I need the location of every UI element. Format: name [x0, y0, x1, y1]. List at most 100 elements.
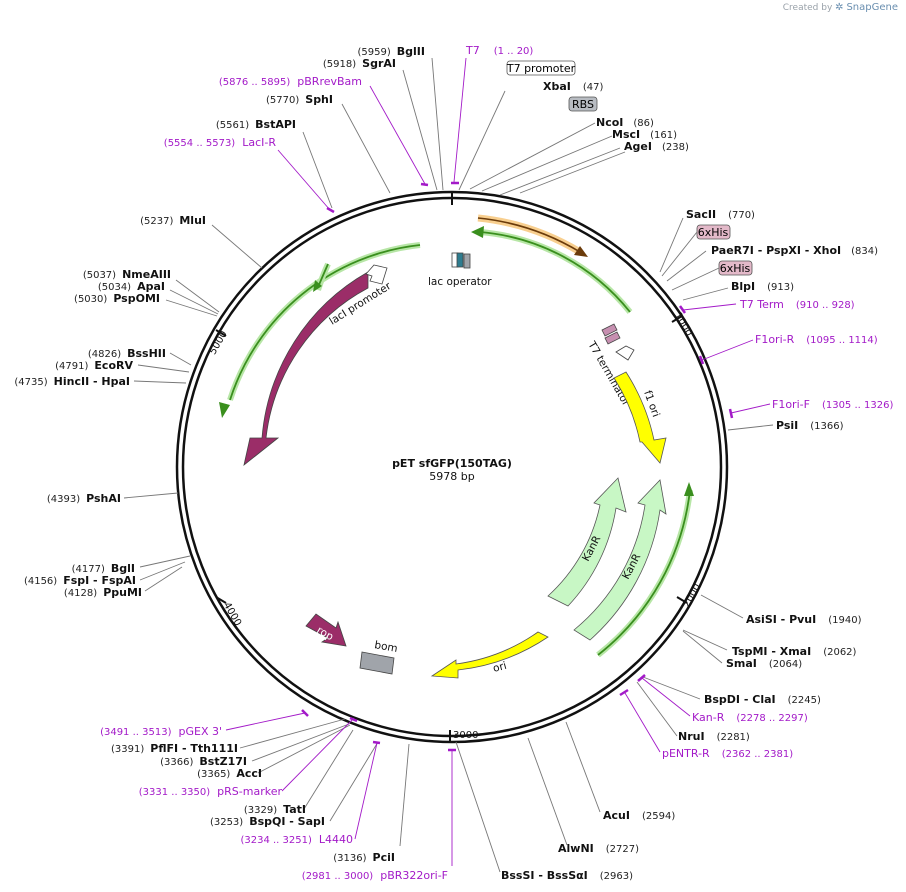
site-SphI-pos: (5770) [266, 95, 299, 106]
svg-text:T7(1 .. 20): T7 (1 .. 20) [465, 44, 533, 57]
site-HincII-pos: (4735) [14, 377, 47, 388]
primer-labels: T7 (1 .. 20) (5876 .. 5895)pBRrevBam (555… [100, 44, 893, 882]
primer-LacI-R-range: (5554 .. 5573) [164, 138, 236, 149]
site-TatI-pos: (3329) [244, 805, 277, 816]
orange-arrow [477, 217, 581, 253]
primer-pRS-marker-range: (3331 .. 3350) [139, 787, 211, 798]
bom-feature[interactable] [359, 651, 395, 675]
tick-3000-label: 3000 [453, 730, 478, 741]
T7-terminator-feature[interactable] [601, 323, 618, 337]
site-PsiI-name: PsiI [776, 419, 798, 432]
site-XhoI-name: PaeR7I - PspXI - XhoI [711, 244, 841, 257]
svg-text:(4177)BglI: (4177) BglI [72, 562, 135, 575]
primer-T7Term-name: T7 Term [739, 298, 784, 311]
primer-LacI-R-name: LacI-R [242, 136, 276, 149]
svg-text:AgeI(238): AgeI(238) [624, 140, 689, 153]
site-PshAI-pos: (4393) [47, 494, 80, 505]
site-NcoI-pos: (86) [633, 118, 654, 129]
6xhis-label-1: 6xHis [698, 226, 729, 239]
svg-text:BspDI - ClaI(2245): BspDI - ClaI(2245) [704, 693, 821, 706]
site-FspI-pos: (4156) [24, 576, 57, 587]
t7-promoter-label: T7 promoter [506, 62, 576, 75]
f1-ori-feature[interactable] [613, 371, 667, 464]
primer-T7-range: (1 .. 20) [494, 46, 534, 57]
site-XhoI-pos: (834) [851, 246, 878, 257]
primer-L4440-range: (3234 .. 3251) [240, 835, 312, 846]
site-SacII-pos: (770) [728, 210, 755, 221]
svg-text:NcoI(86): NcoI (86) [596, 116, 654, 129]
site-SmaI-pos: (2064) [769, 659, 802, 670]
svg-text:(3329)TatI: (3329) TatI [244, 803, 306, 816]
t7-promoter-box[interactable] [506, 60, 576, 76]
svg-text:Kan-R(2278 .. 2297): Kan-R(2278 .. 2297) [692, 711, 808, 724]
svg-text:AlwNI(2727): AlwNI(2727) [558, 842, 639, 855]
svg-text:F1ori-R(1095 .. 1114): F1ori-R (1095 .. 1114) [755, 333, 878, 346]
svg-text:(4156)FspI - FspAI: (4156) FspI - FspAI [24, 574, 136, 587]
site-NcoI-name: NcoI [596, 116, 623, 129]
lac-operator-feature[interactable] [456, 252, 464, 268]
svg-text:PsiI(1366): PsiI(1366) [776, 419, 844, 432]
svg-text:BssSI - BssSαI(2963): BssSI - BssSαI(2963) [501, 869, 633, 882]
T7-terminator-arrow[interactable] [615, 345, 635, 361]
T7-terminator-block[interactable] [604, 331, 621, 345]
site-PpuMI-name: PpuMI [103, 586, 142, 599]
site-PciI-pos: (3136) [333, 853, 366, 864]
svg-text:(5876 .. 5895)pBRrevBam: (5876 .. 5895)pBRrevBam [219, 75, 362, 88]
site-FspI-name: FspI - FspAI [63, 574, 136, 587]
svg-text:XbaI(47): XbaI(47) [543, 80, 604, 93]
site-PciI-name: PciI [373, 851, 395, 864]
site-BglI-name: BglI [111, 562, 135, 575]
svg-text:F1ori-F(1305 .. 1326): F1ori-F(1305 .. 1326) [772, 398, 893, 411]
site-PshAI-name: PshAI [86, 492, 121, 505]
svg-text:(5770)SphI: (5770)SphI [266, 93, 333, 106]
plasmid-name: pET sfGFP(150TAG) [392, 457, 512, 470]
site-EcoRV-pos: (4791) [55, 361, 88, 372]
svg-text:AsiSI - PvuI(1940): AsiSI - PvuI(1940) [746, 613, 862, 626]
svg-text:(3234 .. 3251)L4440: (3234 .. 3251)L4440 [240, 833, 353, 846]
svg-text:BlpI(913): BlpI(913) [731, 280, 794, 293]
primer-pBRrevBam-name: pBRrevBam [297, 75, 362, 88]
bom-label: bom [373, 639, 398, 655]
green-arrowhead-top [471, 226, 484, 238]
lacI-feature[interactable] [243, 271, 369, 467]
green-arrowhead-left-outer [219, 402, 230, 418]
svg-text:(3491 .. 3513)pGEX 3': (3491 .. 3513)pGEX 3' [100, 725, 222, 738]
ori-feature[interactable] [430, 631, 549, 679]
primer-F1ori-R-range: (1095 .. 1114) [806, 335, 878, 346]
KanR-feature-1[interactable] [547, 477, 627, 607]
site-BlpI-pos: (913) [767, 282, 794, 293]
primer-T7Term-range: (910 .. 928) [796, 300, 855, 311]
site-NruI-pos: (2281) [717, 732, 750, 743]
created-by-text: Created by [782, 3, 833, 13]
lacI-promoter-feature[interactable] [365, 264, 388, 285]
svg-text:MscI(161): MscI(161) [612, 128, 677, 141]
site-SgrAI-name: SgrAI [362, 57, 396, 70]
KanR-feature-2[interactable] [573, 479, 667, 641]
site-XmaI-pos: (2062) [823, 647, 856, 658]
site-AgeI-name: AgeI [624, 140, 652, 153]
rbs-box[interactable] [568, 96, 598, 112]
primer-F1ori-F-range: (1305 .. 1326) [822, 400, 894, 411]
green-arrow-top [479, 231, 631, 313]
primer-F1ori-R-name: F1ori-R [755, 333, 795, 346]
svg-text:NruI(2281): NruI(2281) [678, 730, 750, 743]
site-leaders [123, 57, 774, 873]
svg-text:(5561)BstAPI: (5561)BstAPI [216, 118, 296, 131]
svg-text:(3331 .. 3350)pRS-marker: (3331 .. 3350)pRS-marker [139, 785, 283, 798]
rop-feature[interactable] [305, 613, 347, 647]
site-PspOMI-name: PspOMI [113, 292, 160, 305]
site-BglII-name: BglII [397, 45, 425, 58]
snapgene-logo-icon: ✲ [835, 2, 844, 13]
site-PpuMI-pos: (4128) [64, 588, 97, 599]
green-arrow-right [597, 489, 691, 656]
site-MluI-pos: (5237) [140, 216, 173, 227]
site-BglII-pos: (5959) [358, 47, 391, 58]
site-BglI-pos: (4177) [72, 564, 105, 575]
lac-operator-label: lac operator [428, 276, 492, 288]
lac-operator-grey-block[interactable] [463, 253, 471, 269]
tick-2000 [676, 596, 688, 604]
primer-T7-name: T7 [465, 44, 480, 57]
site-HincII-name: HincII - HpaI [54, 375, 130, 388]
site-TatI-name: TatI [283, 803, 306, 816]
svg-text:SmaI(2064): SmaI(2064) [726, 657, 802, 670]
